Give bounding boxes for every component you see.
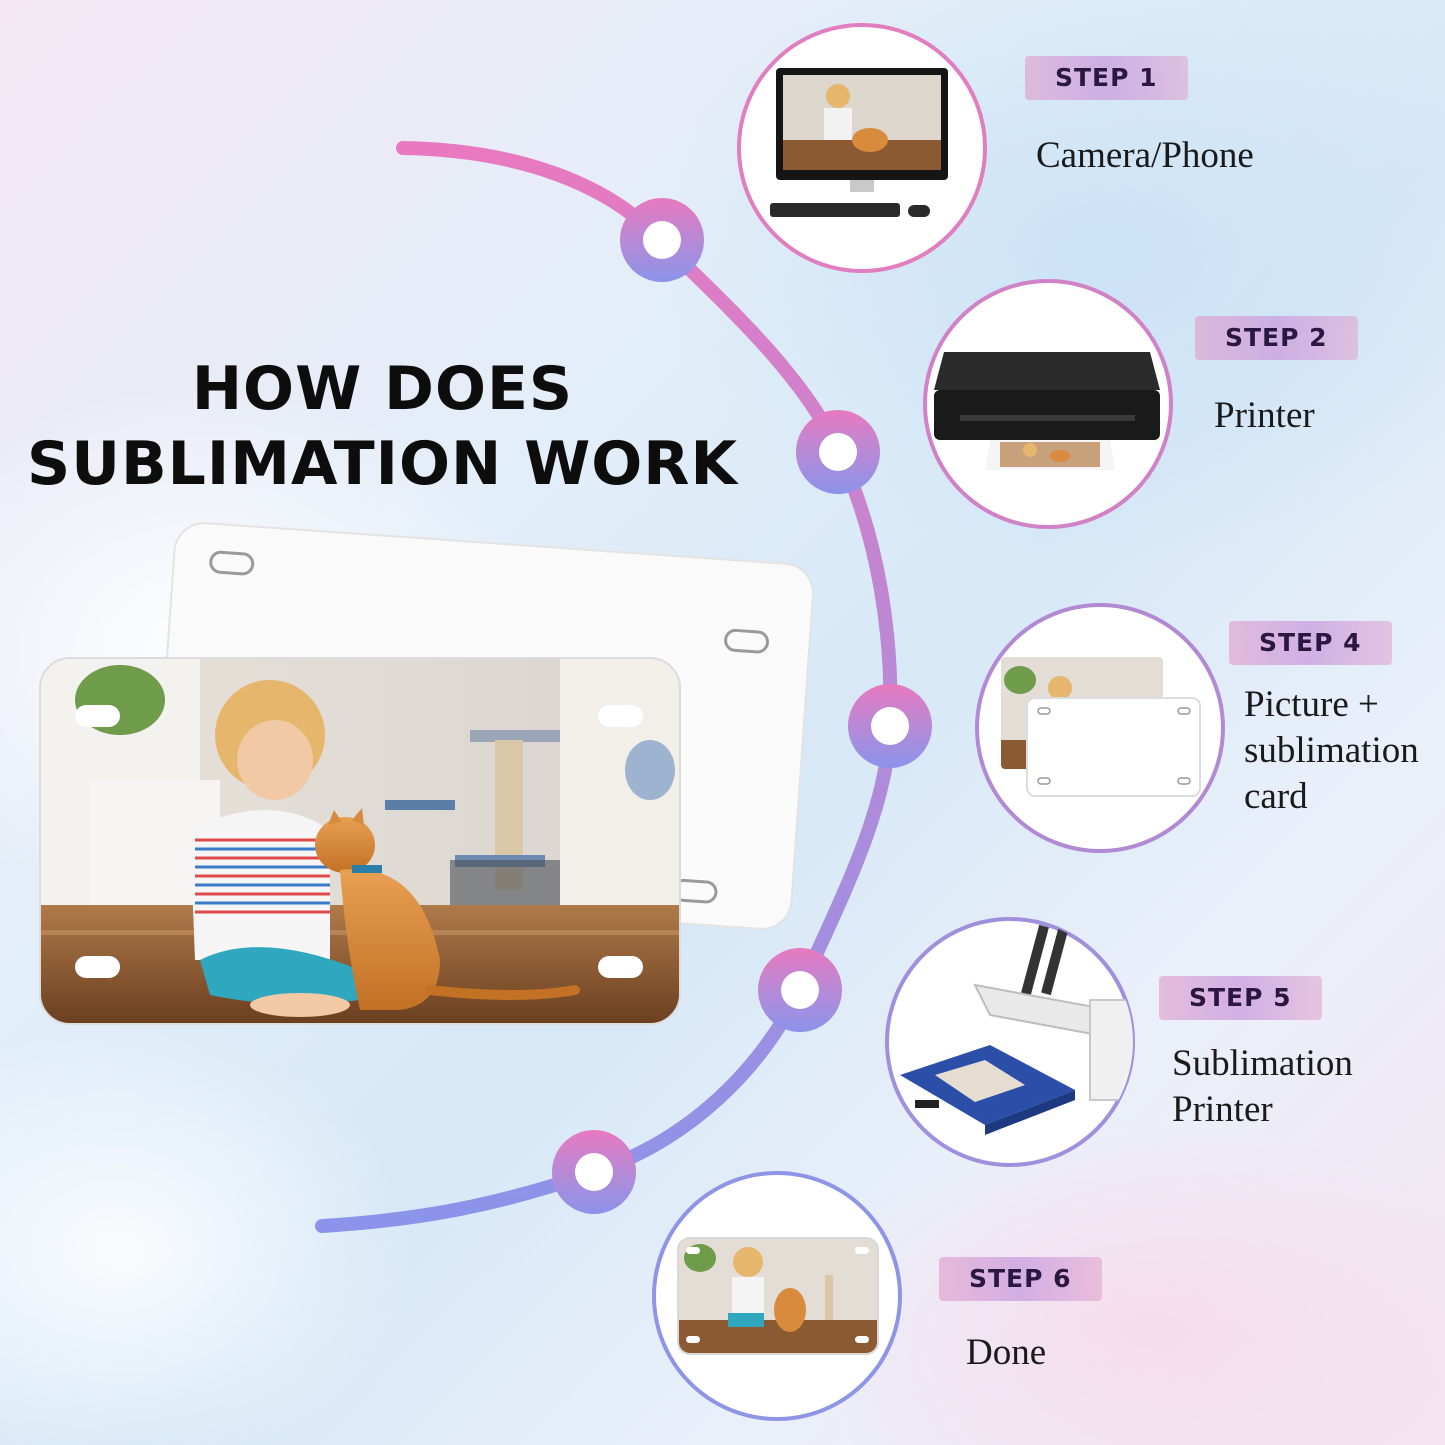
step-5-label: Sublimation Printer — [1172, 1041, 1353, 1133]
step-5-badge: STEP 5 — [1159, 976, 1322, 1020]
step-circle-6 — [652, 1171, 902, 1421]
step-1-label: Camera/Phone — [1036, 135, 1254, 176]
process-path — [315, 141, 932, 1233]
step-circle-2 — [923, 279, 1173, 529]
title-line-1: HOW DOES — [191, 354, 574, 424]
step-5-label-line-2: Printer — [1172, 1089, 1273, 1130]
printed-plate-photo — [39, 657, 681, 1025]
step-2-label: Printer — [1214, 395, 1315, 436]
step-circle-1 — [737, 23, 987, 273]
printer-icon — [934, 352, 1160, 470]
step-4-badge: STEP 4 — [1229, 621, 1392, 665]
finished-plate-icon — [677, 1237, 879, 1355]
step-5-label-line-1: Sublimation — [1172, 1043, 1353, 1084]
step-1-badge: STEP 1 — [1025, 56, 1188, 100]
sublimation-card-icon — [1001, 657, 1201, 797]
step-4-label-line-1: Picture + — [1244, 684, 1379, 725]
page-title: HOW DOES SUBLIMATION WORK — [10, 352, 755, 502]
step-2-badge: STEP 2 — [1195, 316, 1358, 360]
step-6-label: Done — [966, 1332, 1047, 1373]
step-circle-5 — [885, 917, 1135, 1167]
step-circle-4 — [975, 603, 1225, 853]
step-4-label-line-3: card — [1244, 776, 1308, 817]
step-4-label: Picture + sublimation card — [1244, 682, 1419, 820]
title-line-2: SUBLIMATION WORK — [27, 429, 738, 499]
computer-monitor-icon — [770, 68, 948, 217]
step-4-label-line-2: sublimation — [1244, 730, 1419, 771]
step-6-badge: STEP 6 — [939, 1257, 1102, 1301]
heat-press-icon — [900, 924, 1133, 1135]
